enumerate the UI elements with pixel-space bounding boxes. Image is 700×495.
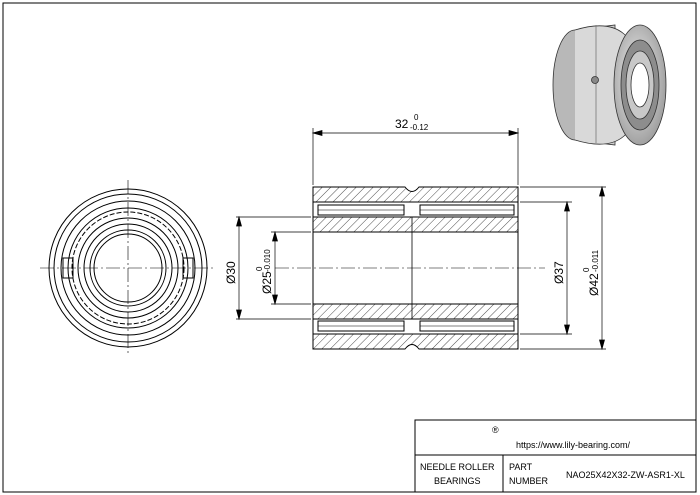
inner-ring-od-value: Ø37	[552, 261, 566, 284]
outer-tol-lower: -0.011	[591, 249, 600, 272]
website-link[interactable]: https://www.lily-bearing.com/	[516, 440, 631, 450]
raceway-diameter-value: Ø30	[224, 261, 238, 284]
length-tol-upper: 0	[414, 113, 419, 122]
lube-hole	[591, 76, 599, 84]
outer-ring-bottom	[312, 333, 519, 350]
part-label-line2: NUMBER	[509, 476, 549, 486]
category-line1: NEEDLE ROLLER	[420, 462, 495, 472]
outer-tol-upper: 0	[582, 267, 591, 272]
length-tol-lower: -0.12	[410, 123, 429, 132]
outer-ring-top	[312, 186, 519, 203]
part-label-line1: PART	[509, 462, 533, 472]
title-block	[414, 419, 697, 493]
section-view	[275, 186, 545, 350]
inner-ring-bottom	[312, 303, 519, 320]
length-dimension-value: 32	[395, 117, 409, 131]
part-number: NAO25X42X32-ZW-ASR1-XL	[566, 470, 685, 480]
logo-mark: ®	[492, 425, 499, 435]
inner-ring-top	[312, 216, 519, 233]
bore-diameter-value: Ø25	[260, 271, 274, 294]
category-line2: BEARINGS	[434, 476, 481, 486]
outer-diameter-value: Ø42	[587, 273, 601, 296]
bore-tol-upper: 0	[255, 266, 264, 271]
bore-tol-lower: -0.010	[263, 249, 272, 272]
bearing-3d-view	[552, 24, 667, 146]
end-view	[40, 180, 216, 356]
dimension-lines	[236, 128, 606, 351]
